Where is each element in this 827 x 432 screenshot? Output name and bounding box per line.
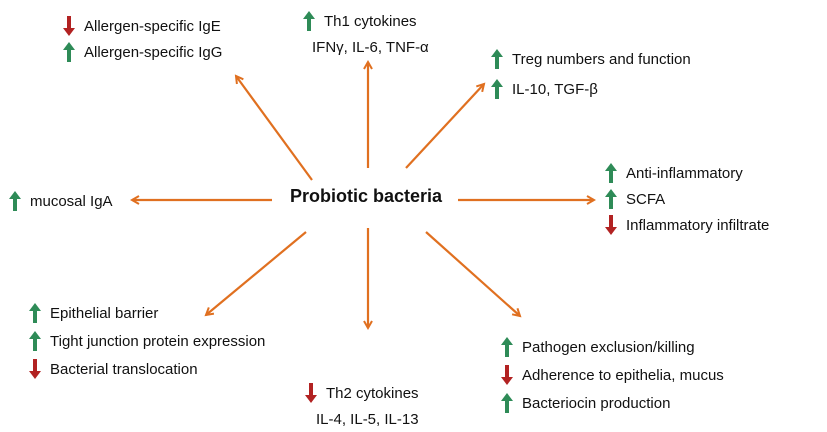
arrow-to-epithelial [206, 231, 307, 315]
item-label: Anti-inflammatory [626, 164, 743, 182]
up-arrow-icon [28, 302, 42, 324]
list-item-sub: IL-4, IL-5, IL-13 [304, 406, 419, 432]
item-label: Adherence to epithelia, mucus [522, 366, 724, 384]
list-item: Allergen-specific IgG [62, 39, 222, 65]
list-item: Bacterial translocation [28, 356, 265, 382]
list-item: Pathogen exclusion/killing [500, 334, 724, 360]
list-item: Th2 cytokines [304, 380, 419, 406]
treg-group: Treg numbers and function IL-10, TGF-β [490, 46, 691, 102]
item-label: Treg numbers and function [512, 50, 691, 68]
list-item: Tight junction protein expression [28, 328, 265, 354]
list-item: SCFA [604, 186, 769, 212]
up-arrow-icon [604, 188, 618, 210]
up-arrow-icon [500, 336, 514, 358]
up-arrow-icon [302, 10, 316, 32]
probiotic-bacteria-label: Probiotic bacteria [290, 186, 443, 206]
item-label: Allergen-specific IgG [84, 43, 223, 61]
th1-group: Th1 cytokines IFNγ, IL-6, TNF-α [302, 8, 429, 60]
list-item: Anti-inflammatory [604, 160, 769, 186]
list-item: Epithelial barrier [28, 300, 265, 326]
up-arrow-icon [490, 48, 504, 70]
item-label: Bacterial translocation [50, 360, 198, 378]
item-label: Th1 cytokines [324, 12, 417, 30]
item-label: SCFA [626, 190, 666, 208]
list-item: Bacteriocin production [500, 390, 724, 416]
list-item-sub: IFNγ, IL-6, TNF-α [302, 34, 429, 60]
arrow-to-allergen [236, 76, 313, 181]
down-arrow-icon [304, 382, 318, 404]
item-label: Pathogen exclusion/killing [522, 338, 695, 356]
arrow-to-pathogen [425, 231, 520, 316]
list-item: Adherence to epithelia, mucus [500, 362, 724, 388]
item-label: Inflammatory infiltrate [626, 216, 770, 234]
list-item: Treg numbers and function [490, 46, 691, 72]
iga-group: mucosal IgA [8, 188, 113, 214]
up-arrow-icon [604, 162, 618, 184]
list-item: mucosal IgA [8, 188, 113, 214]
item-label: Allergen-specific IgE [84, 17, 221, 35]
up-arrow-icon [490, 78, 504, 100]
epithelial-group: Epithelial barrier Tight junction protei… [28, 300, 265, 382]
item-label: Tight junction protein expression [50, 332, 266, 350]
item-label: Bacteriocin production [522, 394, 671, 412]
down-arrow-icon [604, 214, 618, 236]
down-arrow-icon [62, 15, 76, 37]
pathogen-group: Pathogen exclusion/killing Adherence to … [500, 334, 724, 416]
list-item: Inflammatory infiltrate [604, 212, 769, 238]
up-arrow-icon [62, 41, 76, 63]
item-sublabel: IL-4, IL-5, IL-13 [316, 410, 419, 428]
item-label: Th2 cytokines [326, 384, 419, 402]
item-sublabel: IFNγ, IL-6, TNF-α [312, 38, 429, 56]
arrow-to-treg [405, 84, 484, 169]
list-item: Allergen-specific IgE [62, 13, 222, 39]
list-item: Th1 cytokines [302, 8, 429, 34]
up-arrow-icon [500, 392, 514, 414]
item-label: mucosal IgA [30, 192, 113, 210]
down-arrow-icon [28, 358, 42, 380]
down-arrow-icon [500, 364, 514, 386]
up-arrow-icon [28, 330, 42, 352]
inflammation-group: Anti-inflammatory SCFA Inflammatory infi… [604, 160, 769, 238]
item-label: IL-10, TGF-β [512, 80, 598, 98]
th2-group: Th2 cytokines IL-4, IL-5, IL-13 [304, 380, 419, 432]
allergen-group: Allergen-specific IgE Allergen-specific … [62, 13, 222, 65]
up-arrow-icon [8, 190, 22, 212]
item-label: Epithelial barrier [50, 304, 159, 322]
list-item: IL-10, TGF-β [490, 76, 691, 102]
